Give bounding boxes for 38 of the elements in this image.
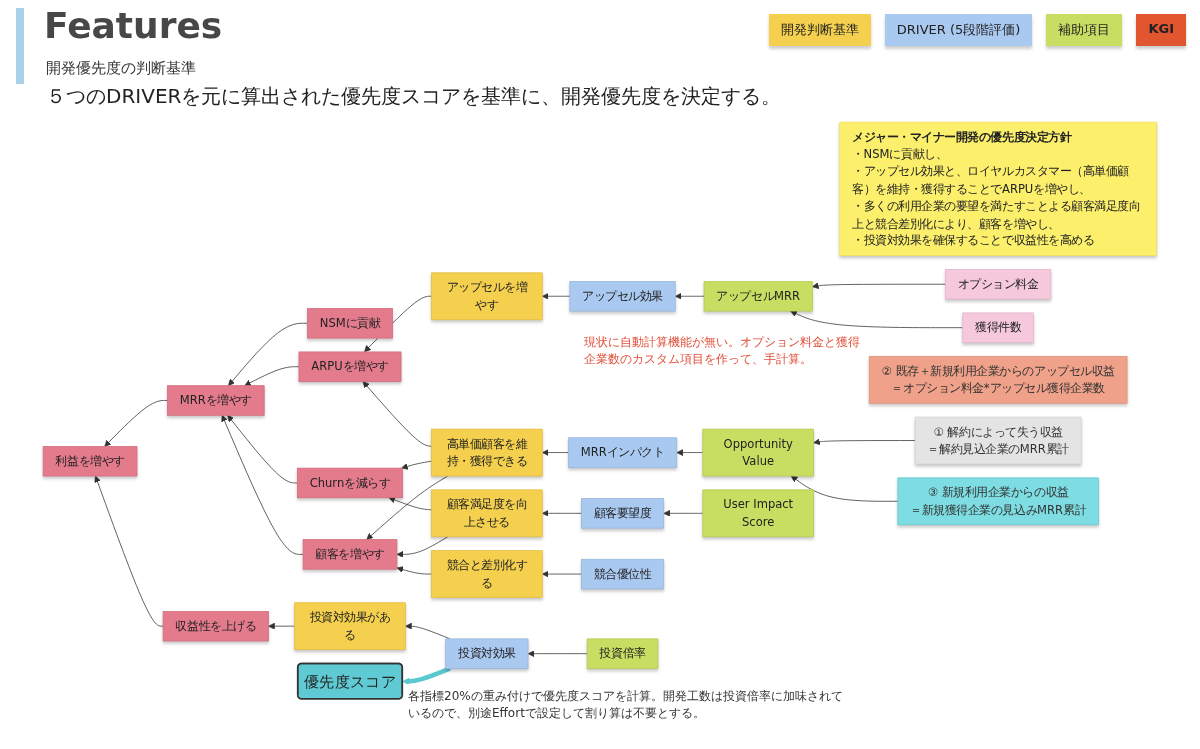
sticky-note: ARPUを増やす (298, 351, 402, 382)
sticky-note: ③ 新規利用企業からの収益 ＝新規獲得企業の見込みMRR累計 (897, 477, 1099, 526)
sticky-note: アップセル効果 (569, 281, 676, 312)
subtitle: 開発優先度の判断基準 (46, 58, 196, 78)
legend-chip: 補助項目 (1046, 14, 1123, 46)
arrow (402, 666, 451, 685)
sticky-note: NSMに貢献 (307, 308, 394, 339)
sticky-note: Opportunity Value (702, 428, 815, 477)
note-text: 現状に自動計算機能が無い。オプション料金と獲得企業数のカスタム項目を作って、手計算。 (584, 334, 861, 369)
sticky-note: 競合と差別化する (431, 550, 543, 598)
lead-text: ５つのDRIVERを元に算出された優先度スコアを基準に、開発優先度を決定する。 (46, 83, 782, 110)
page-title: Features (44, 4, 223, 48)
legend-chip: DRIVER (5段階評価) (884, 14, 1033, 46)
sticky-note: 獲得件数 (962, 312, 1035, 343)
sticky-note: User Impact Score (702, 489, 815, 538)
sticky-note: Churnを減らす (297, 467, 404, 499)
side-note: 各指標20%の重み付けで優先度スコアを計算。開発工数は投資倍率に加味されているので、別途Effortで設定して割り算は不要とする。 (408, 688, 844, 723)
sticky-note: メジャー・マイナー開発の優先度決定方針 ・NSMに貢献し、 ・アップセル効果と、ロイヤルカスタマー（高単価顧客）を維持・獲得することでARPUを増やし、 ・多くの利用企業の要望を満たすことよる顧客満足度向上と競合差別化により、顧客を増やし、 ・投資対効果を確保することで収益性を高める (839, 121, 1158, 256)
sticky-note: ① 解約によって失う収益 ＝解約見込企業のMRR累計 (914, 416, 1082, 465)
sticky-note: 投資対効果がある (294, 602, 406, 650)
legend-chip: 開発判断基準 (768, 14, 871, 46)
result-box: 優先度スコア (297, 662, 404, 700)
legend-chip: KGI (1136, 14, 1186, 46)
sticky-note: アップセルを増やす (431, 272, 543, 321)
sticky-note: アップセルMRR (703, 281, 813, 312)
sticky-note: 高単価顧客を維持・獲得できる (431, 428, 543, 477)
sticky-note: 収益性を上げる (162, 611, 269, 642)
sticky-note: 顧客要望度 (581, 498, 665, 529)
sticky-note: 顧客を増やす (302, 539, 398, 570)
sticky-note: 投資倍率 (586, 638, 659, 669)
sticky-note: 競合優位性 (581, 558, 665, 590)
sticky-note: MRRを増やす (167, 385, 265, 416)
sticky-note: MRRインパクト (568, 437, 678, 468)
sticky-note: 投資対効果 (445, 638, 529, 669)
sticky-note: ② 既存＋新規利用企業からのアップセル収益 ＝オプション料金*アップセル獲得企業数 (869, 355, 1128, 404)
sticky-note: 顧客満足度を向上させる (431, 489, 543, 538)
sticky-note: オプション料金 (945, 269, 1052, 300)
sticky-note: 利益を増やす (42, 446, 138, 477)
